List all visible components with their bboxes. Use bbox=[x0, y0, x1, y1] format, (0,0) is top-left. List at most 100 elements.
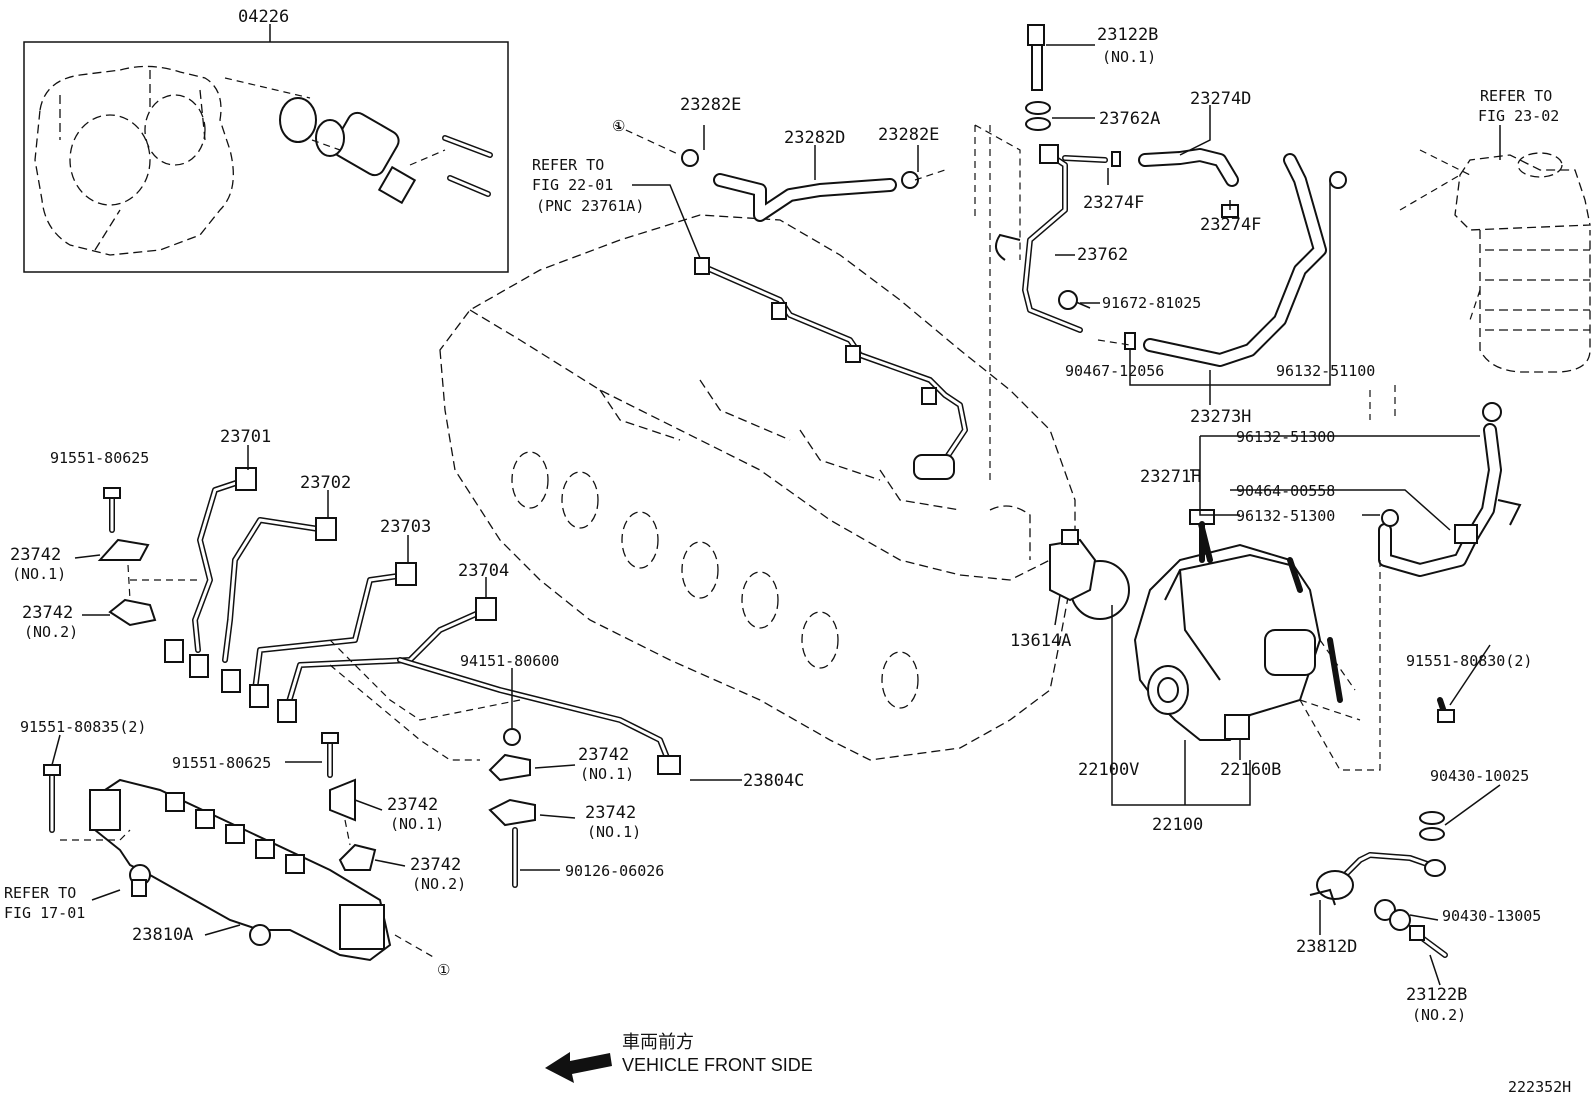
marker-circle-1-bottom: ① bbox=[437, 961, 450, 979]
label-23742-no1-b[interactable]: 23742 bbox=[578, 745, 629, 765]
label-96132-51100[interactable]: 96132-51100 bbox=[1276, 362, 1375, 380]
label-23274F-a[interactable]: 23274F bbox=[1083, 193, 1144, 213]
fuel-return-pipe-23282D-icon: ① bbox=[612, 117, 946, 222]
bolt-head-icon bbox=[1058, 290, 1078, 310]
label-23742-no1-d-sub: (NO.1) bbox=[587, 823, 641, 841]
direction-en: VEHICLE FRONT SIDE bbox=[622, 1055, 813, 1075]
pipe-23812D-icon bbox=[1309, 697, 1455, 958]
label-91672-81025[interactable]: 91672-81025 bbox=[1102, 294, 1201, 312]
label-91551-80625-a[interactable]: 91551-80625 bbox=[50, 449, 149, 467]
label-96132-51300-a[interactable]: 96132-51300 bbox=[1236, 428, 1335, 446]
hose-clamp-icon bbox=[901, 171, 919, 189]
label-23742-no2-a-sub: (NO.2) bbox=[24, 623, 78, 641]
label-13614A[interactable]: 13614A bbox=[1010, 631, 1071, 651]
label-23122B-no1-sub: (NO.1) bbox=[1102, 48, 1156, 66]
o-ring-icon bbox=[279, 97, 317, 143]
marker-circle-1-top: ① bbox=[612, 117, 625, 135]
refer-23-02-line2[interactable]: FIG 23-02 bbox=[1478, 107, 1559, 125]
label-94151-80600[interactable]: 94151-80600 bbox=[460, 652, 559, 670]
label-23701[interactable]: 23701 bbox=[220, 427, 271, 447]
label-23762A[interactable]: 23762A bbox=[1099, 109, 1160, 129]
label-96132-51300-b[interactable]: 96132-51300 bbox=[1236, 507, 1335, 525]
injection-pipes bbox=[130, 467, 681, 775]
gasket-icon bbox=[1389, 909, 1411, 931]
refer-22-01-line1: REFER TO bbox=[532, 156, 604, 174]
gasket-icon bbox=[1374, 899, 1396, 921]
suction-valve-icon bbox=[315, 111, 417, 205]
pump-body-icon bbox=[1133, 517, 1322, 741]
label-23742-no1-c[interactable]: 23742 bbox=[387, 795, 438, 815]
label-90430-10025[interactable]: 90430-10025 bbox=[1430, 767, 1529, 785]
clamp-no1-icon bbox=[329, 778, 356, 822]
clamp-no1-icon bbox=[488, 753, 531, 782]
union-bolt-23122B-icon bbox=[1027, 24, 1045, 91]
label-23702[interactable]: 23702 bbox=[300, 473, 351, 493]
label-23282D[interactable]: 23282D bbox=[784, 128, 845, 148]
gasket-icon bbox=[1025, 101, 1051, 115]
fuel-line-23271H bbox=[1299, 385, 1522, 771]
engine-block-phantom bbox=[439, 214, 1076, 761]
refer-22-01-line2[interactable]: FIG 22-01 bbox=[532, 176, 613, 194]
label-23742-no1-b-sub: (NO.1) bbox=[580, 765, 634, 783]
nut-icon bbox=[503, 728, 521, 746]
label-23703[interactable]: 23703 bbox=[380, 517, 431, 537]
label-90430-13005[interactable]: 90430-13005 bbox=[1442, 907, 1541, 925]
label-23742-no1-a-sub: (NO.1) bbox=[12, 565, 66, 583]
label-23742-no1-c-sub: (NO.1) bbox=[390, 815, 444, 833]
label-23742-no2-b-sub: (NO.2) bbox=[412, 875, 466, 893]
label-91551-80835[interactable]: 91551-80835(2) bbox=[20, 718, 146, 736]
leader-lines bbox=[51, 44, 1501, 986]
label-23122B-no2[interactable]: 23122B bbox=[1406, 985, 1467, 1005]
label-23282E-a[interactable]: 23282E bbox=[680, 95, 741, 115]
label-23742-no2-a[interactable]: 23742 bbox=[22, 603, 73, 623]
refer-17-01-line2[interactable]: FIG 17-01 bbox=[4, 904, 85, 922]
label-23122B-no1[interactable]: 23122B bbox=[1097, 25, 1158, 45]
hose-clamp-icon bbox=[681, 149, 699, 167]
common-rail-23810A-icon: ① bbox=[43, 764, 450, 979]
clamp-no2-icon bbox=[338, 843, 377, 871]
label-23742-no1-a[interactable]: 23742 bbox=[10, 545, 61, 565]
label-23704[interactable]: 23704 bbox=[458, 561, 509, 581]
gasket-icon bbox=[1025, 117, 1051, 131]
refer-17-01-line1: REFER TO bbox=[4, 884, 76, 902]
clamp-no1-icon bbox=[488, 798, 536, 827]
bolt-head-icon bbox=[43, 764, 61, 776]
bolt-head-icon bbox=[1409, 925, 1425, 941]
fuel-filter-phantom bbox=[1399, 149, 1591, 373]
label-23282E-b[interactable]: 23282E bbox=[878, 125, 939, 145]
bolt-head-icon bbox=[321, 732, 339, 744]
label-90464-00558[interactable]: 90464-00558 bbox=[1236, 482, 1335, 500]
label-22100V[interactable]: 22100V bbox=[1078, 760, 1139, 780]
label-91551-80625-b[interactable]: 91551-80625 bbox=[172, 754, 271, 772]
clamp-icon bbox=[1454, 524, 1478, 544]
label-90126-06026[interactable]: 90126-06026 bbox=[565, 862, 664, 880]
direction-jp: 車両前方 bbox=[622, 1032, 694, 1053]
vehicle-front-indicator: 車両前方 VEHICLE FRONT SIDE bbox=[545, 1032, 813, 1083]
label-23271H[interactable]: 23271H bbox=[1140, 467, 1201, 487]
refer-23-02-line1: REFER TO bbox=[1480, 87, 1552, 105]
label-23810A[interactable]: 23810A bbox=[132, 925, 193, 945]
kit-bolt-icons bbox=[442, 135, 493, 197]
gasket-icon bbox=[1419, 811, 1445, 825]
label-23762[interactable]: 23762 bbox=[1077, 245, 1128, 265]
label-90467-12056[interactable]: 90467-12056 bbox=[1065, 362, 1164, 380]
label-23812D[interactable]: 23812D bbox=[1296, 937, 1357, 957]
label-91551-80830[interactable]: 91551-80830(2) bbox=[1406, 652, 1532, 670]
label-23273H[interactable]: 23273H bbox=[1190, 407, 1251, 427]
clamp-no1-icon bbox=[97, 538, 150, 561]
label-23274F-b[interactable]: 23274F bbox=[1200, 215, 1261, 235]
gasket-icon bbox=[1419, 827, 1445, 841]
bolt-head-icon bbox=[103, 487, 121, 499]
label-23804C[interactable]: 23804C bbox=[743, 771, 804, 791]
label-22100[interactable]: 22100 bbox=[1152, 815, 1203, 835]
label-23742-no2-b[interactable]: 23742 bbox=[410, 855, 461, 875]
kit-box-04226: 04226 bbox=[23, 7, 509, 273]
kit-pump-phantom-icon bbox=[34, 65, 234, 256]
figure-id: 222352H bbox=[1508, 1078, 1571, 1096]
label-23274D[interactable]: 23274D bbox=[1190, 89, 1251, 109]
arrow-left-icon bbox=[545, 1052, 612, 1083]
label-04226[interactable]: 04226 bbox=[238, 7, 289, 27]
clamp-no2-icon bbox=[108, 598, 157, 627]
label-22160B[interactable]: 22160B bbox=[1220, 760, 1281, 780]
label-23742-no1-d[interactable]: 23742 bbox=[585, 803, 636, 823]
